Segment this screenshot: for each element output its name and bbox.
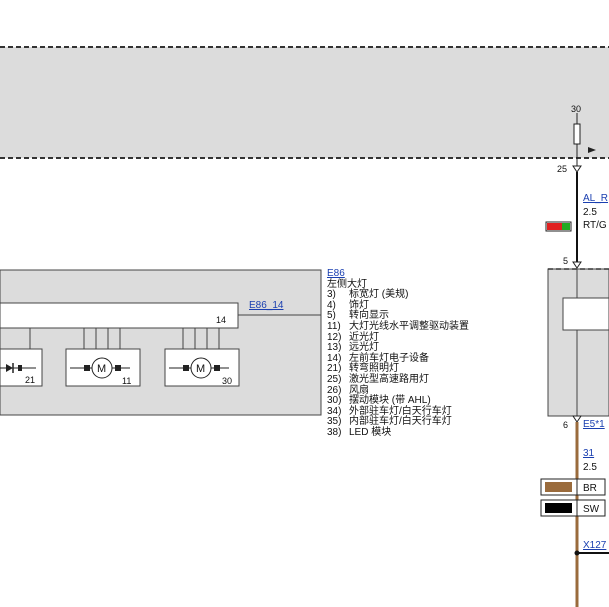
led-component bbox=[0, 348, 43, 387]
legend-item-number: 14) bbox=[327, 352, 342, 364]
legend-item: 30) 摆动模块 (带 AHL) bbox=[327, 395, 609, 407]
lamp-module-box bbox=[0, 269, 322, 416]
legend-item: 26) 风扇 bbox=[327, 384, 609, 397]
legend-item: 34) 外部驻车灯/白天行车灯 bbox=[327, 405, 609, 418]
ground-number[interactable]: 31 bbox=[583, 448, 595, 459]
legend-item-text: 标宽灯 (美规) bbox=[349, 289, 409, 301]
legend-item-number: 38) bbox=[327, 426, 342, 438]
ground-size: 2.5 bbox=[583, 462, 597, 473]
legend-item: 35) 内部驻车灯/白天行车灯 bbox=[327, 417, 609, 428]
junction-dot bbox=[574, 550, 580, 556]
legend-code[interactable]: E86 bbox=[327, 268, 345, 279]
swatch-br bbox=[540, 478, 606, 496]
legend-item: 13) 远光灯 bbox=[327, 342, 609, 354]
legend-item-number: 26) bbox=[327, 384, 342, 396]
pin-30-lamp: 30 bbox=[222, 376, 232, 386]
legend-item-text: 近光灯 bbox=[349, 331, 379, 343]
legend-item: 3) 标宽灯 (美规) bbox=[327, 289, 609, 301]
legend-items: 3) 标宽灯 (美规) 4) 饰灯 5) 转向显示 11) 大灯光线水平调整驱动装置 12) 近光… bbox=[327, 289, 609, 439]
wire-label-al-r[interactable]: AL_R bbox=[583, 193, 608, 204]
swatch-br-label: BR bbox=[583, 483, 597, 494]
wire-color-swatch bbox=[545, 221, 572, 232]
pin-5: 5 bbox=[563, 256, 568, 266]
legend: E86 左侧大灯 3) 标宽灯 (美规) 4) 饰灯 5) 转向显示 11) 大灯光线水平调整… bbox=[327, 268, 609, 439]
legend-item-number: 13) bbox=[327, 342, 342, 354]
connector-x127[interactable]: X127 bbox=[583, 540, 607, 551]
legend-item-text: 左前车灯电子设备 bbox=[349, 352, 429, 364]
top-module-box bbox=[0, 46, 609, 159]
legend-item: 21) 转弯照明灯 bbox=[327, 364, 609, 375]
link-e86-14[interactable]: E86_14 bbox=[249, 300, 284, 311]
legend-item-number: 21) bbox=[327, 363, 342, 375]
svg-text:M: M bbox=[97, 363, 106, 375]
right-module-box bbox=[547, 268, 609, 417]
pin-30-top: 30 bbox=[571, 104, 581, 114]
legend-item-number: 25) bbox=[327, 373, 342, 385]
fuse-symbol bbox=[573, 113, 596, 158]
legend-item-text: 大灯光线水平调整驱动装置 bbox=[349, 320, 469, 332]
legend-item: 25) 激光型高速路用灯 bbox=[327, 373, 609, 386]
legend-item: 14) 左前车灯电子设备 bbox=[327, 352, 609, 365]
legend-item-number: 11) bbox=[327, 320, 341, 332]
legend-item-number: 5) bbox=[327, 310, 336, 322]
legend-item: 12) 近光灯 bbox=[327, 331, 609, 344]
legend-item-text: LED 模块 bbox=[349, 426, 392, 438]
legend-item-text: 转弯照明灯 bbox=[349, 363, 399, 375]
legend-item-text: 远光灯 bbox=[349, 342, 379, 354]
motor-component-30: M bbox=[164, 348, 240, 387]
swatch-sw-label: SW bbox=[583, 504, 600, 515]
swatch-sw bbox=[540, 499, 606, 517]
legend-item-text: 激光型高速路用灯 bbox=[349, 373, 429, 385]
pin-14: 14 bbox=[216, 315, 226, 325]
motor-component-11: M bbox=[65, 348, 141, 387]
legend-item-text: 饰灯 bbox=[349, 299, 369, 311]
legend-title: 左侧大灯 bbox=[327, 278, 367, 290]
pin-6: 6 bbox=[563, 420, 568, 430]
pin-25: 25 bbox=[557, 164, 567, 174]
legend-item-number: 12) bbox=[327, 331, 342, 343]
pin-21: 21 bbox=[25, 375, 35, 385]
connector-e5[interactable]: E5*1 bbox=[583, 419, 605, 430]
legend-item-text: 内部驻车灯/白天行车灯 bbox=[349, 416, 452, 428]
wire-color-code: RT/G bbox=[583, 220, 607, 231]
legend-item-number: 34) bbox=[327, 405, 342, 417]
legend-item-text: 转向显示 bbox=[349, 310, 389, 322]
legend-item-text: 风扇 bbox=[349, 384, 369, 396]
legend-item-text: 摆动模块 (带 AHL) bbox=[349, 395, 431, 407]
pin-11: 11 bbox=[122, 376, 131, 386]
svg-text:M: M bbox=[196, 363, 205, 375]
legend-item-number: 4) bbox=[327, 299, 336, 311]
legend-item-text: 外部驻车灯/白天行车灯 bbox=[349, 405, 452, 417]
legend-item: 38) LED 模块 bbox=[327, 426, 609, 439]
legend-item-number: 30) bbox=[327, 395, 342, 407]
legend-item: 5) 转向显示 bbox=[327, 311, 609, 322]
legend-item: 11) 大灯光线水平调整驱动装置 bbox=[327, 320, 609, 333]
legend-item-number: 35) bbox=[327, 416, 342, 428]
wire-size: 2.5 bbox=[583, 207, 597, 218]
legend-item-number: 3) bbox=[327, 289, 336, 301]
legend-item: 4) 饰灯 bbox=[327, 299, 609, 312]
